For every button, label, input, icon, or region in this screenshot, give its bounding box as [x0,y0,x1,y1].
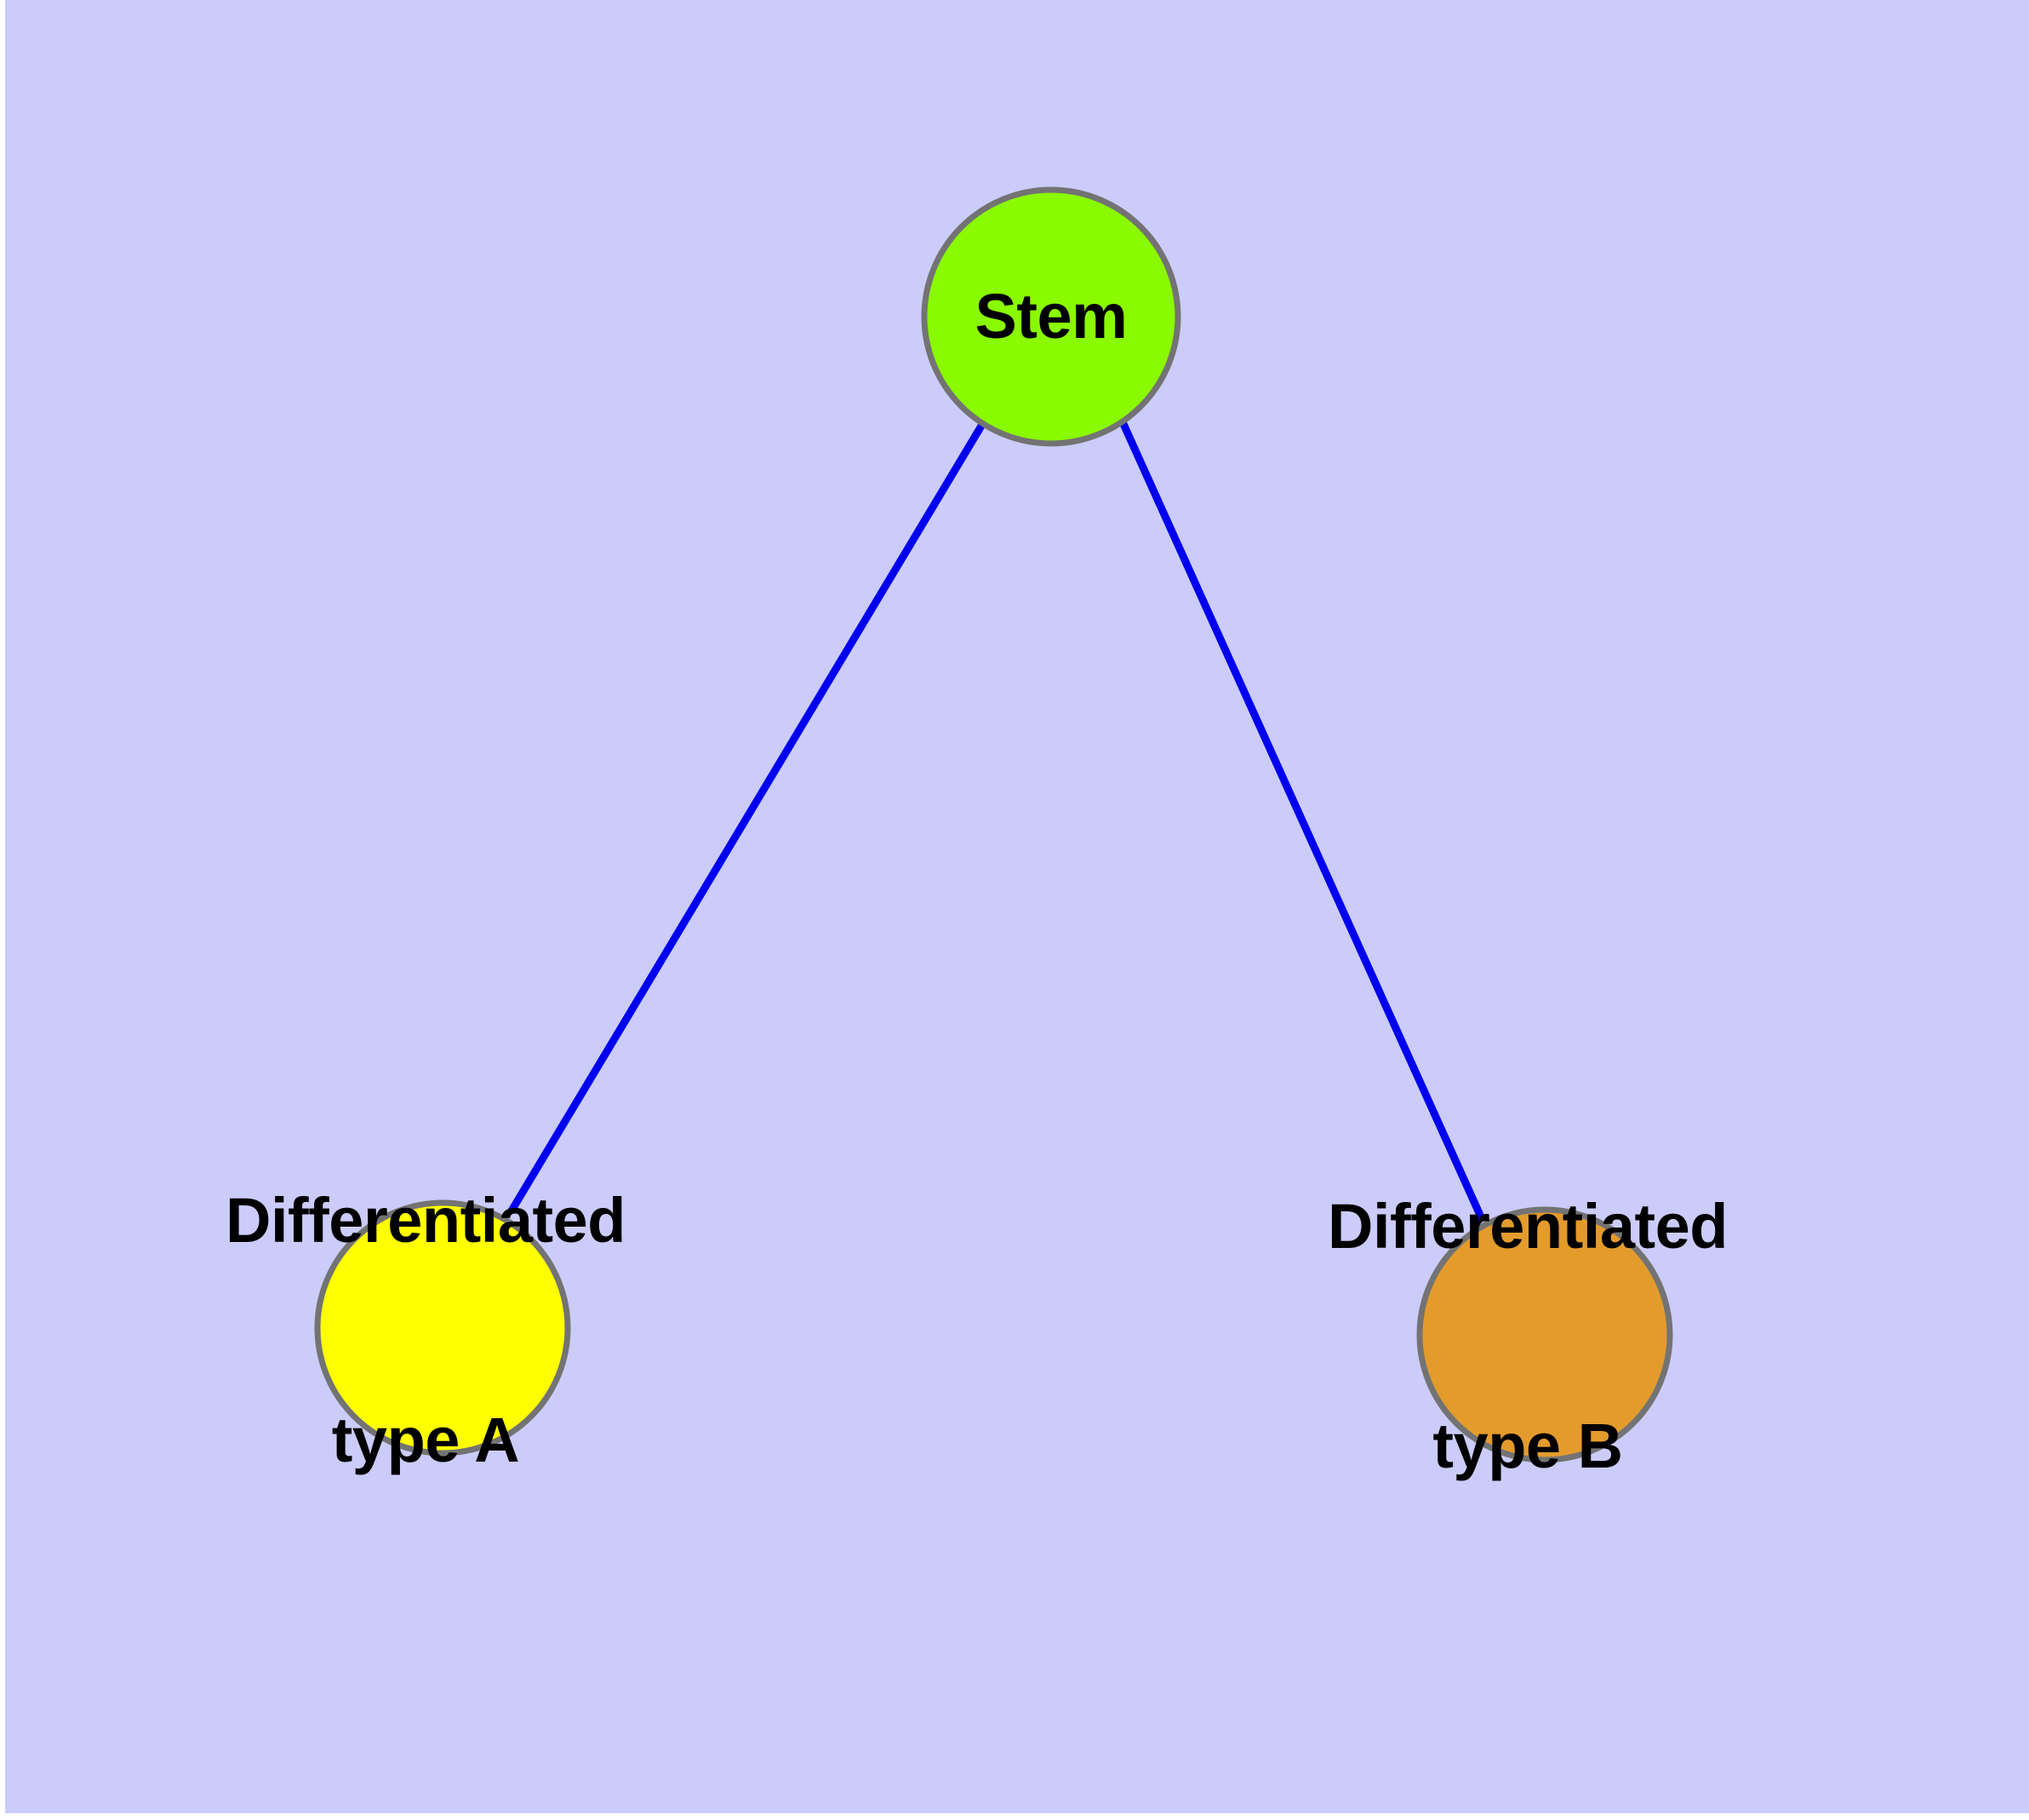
edge-layer [507,421,1487,1222]
node-differentiated-type-b[interactable] [1416,1206,1673,1463]
node-layer [314,186,1673,1463]
edge-stem-to-diff-a[interactable] [507,421,986,1215]
node-differentiated-type-a[interactable] [314,1199,571,1457]
node-stem[interactable] [921,186,1181,447]
edge-stem-to-diff-b[interactable] [1119,422,1487,1222]
